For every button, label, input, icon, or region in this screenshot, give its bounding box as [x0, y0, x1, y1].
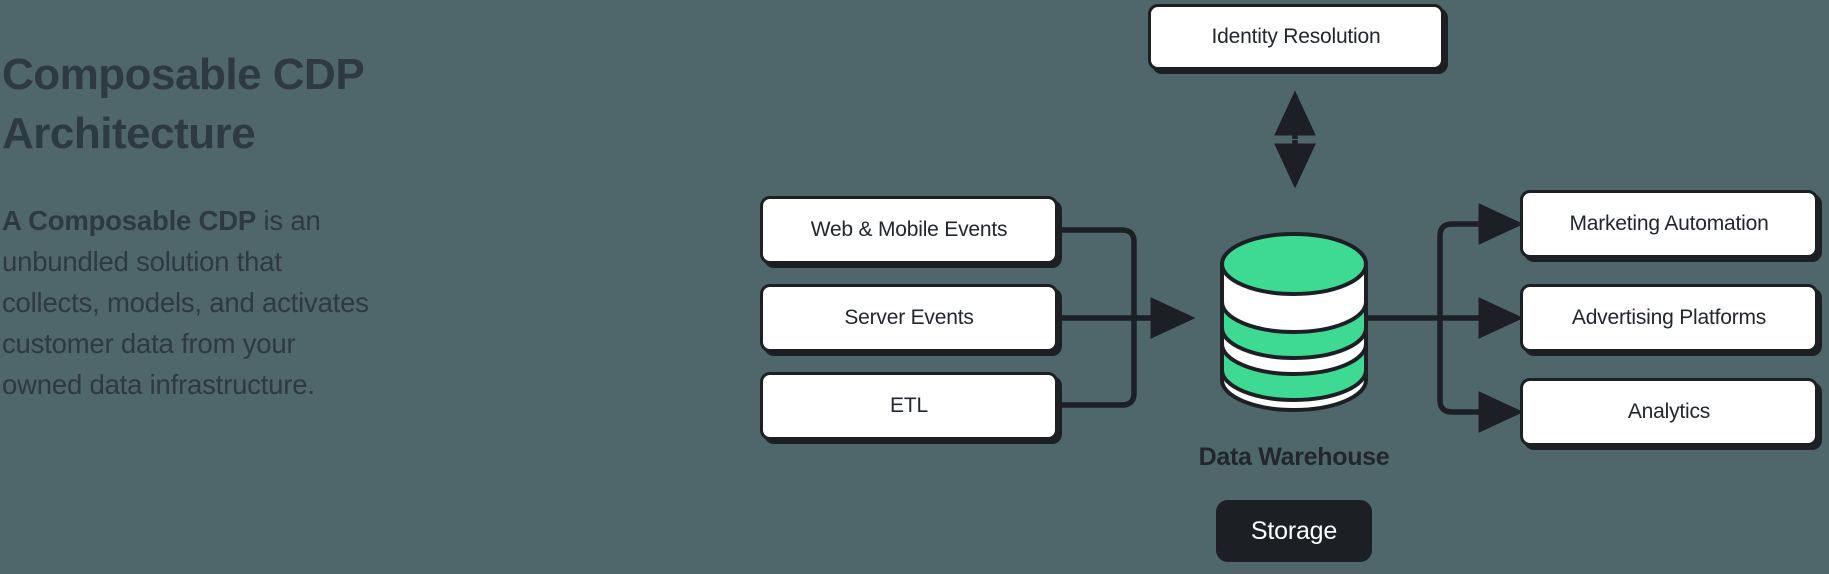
page-title: Composable CDP Architecture	[2, 50, 364, 158]
node-advertising-platforms-label: Advertising Platforms	[1571, 306, 1767, 329]
description-lead: A Composable CDP	[2, 205, 257, 237]
node-etl-label: ETL	[890, 394, 928, 417]
intro-panel: Composable CDP Architecture A Composable…	[0, 46, 470, 406]
node-analytics[interactable]: Analytics	[1520, 378, 1818, 446]
wire-etl	[1058, 318, 1137, 408]
node-etl[interactable]: ETL	[760, 372, 1058, 440]
storage-badge: Storage	[1216, 500, 1372, 562]
node-marketing-automation-label: Marketing Automation	[1569, 212, 1769, 235]
database-cylinder-icon	[1218, 232, 1370, 412]
node-server-events[interactable]: Server Events	[760, 284, 1058, 352]
node-web-mobile-events[interactable]: Web & Mobile Events	[760, 196, 1058, 264]
node-server-events-label: Server Events	[844, 306, 974, 329]
node-marketing-automation[interactable]: Marketing Automation	[1520, 190, 1818, 258]
description-rest: is an unbundled solution that collects, …	[2, 205, 369, 400]
node-advertising-platforms[interactable]: Advertising Platforms	[1520, 284, 1818, 352]
storage-badge-label: Storage	[1250, 516, 1338, 545]
node-identity-resolution[interactable]: Identity Resolution	[1148, 4, 1444, 70]
wire-to-marketing-automation	[1437, 203, 1524, 318]
node-web-mobile-events-label: Web & Mobile Events	[810, 218, 1008, 241]
node-identity-resolution-label: Identity Resolution	[1211, 25, 1381, 48]
wire-to-analytics	[1437, 318, 1524, 433]
page-description: A Composable CDP is an unbundled solutio…	[0, 201, 380, 406]
node-analytics-label: Analytics	[1627, 400, 1711, 423]
wire-web-mobile-events	[1058, 227, 1137, 318]
data-warehouse-caption: Data Warehouse	[1198, 443, 1390, 471]
